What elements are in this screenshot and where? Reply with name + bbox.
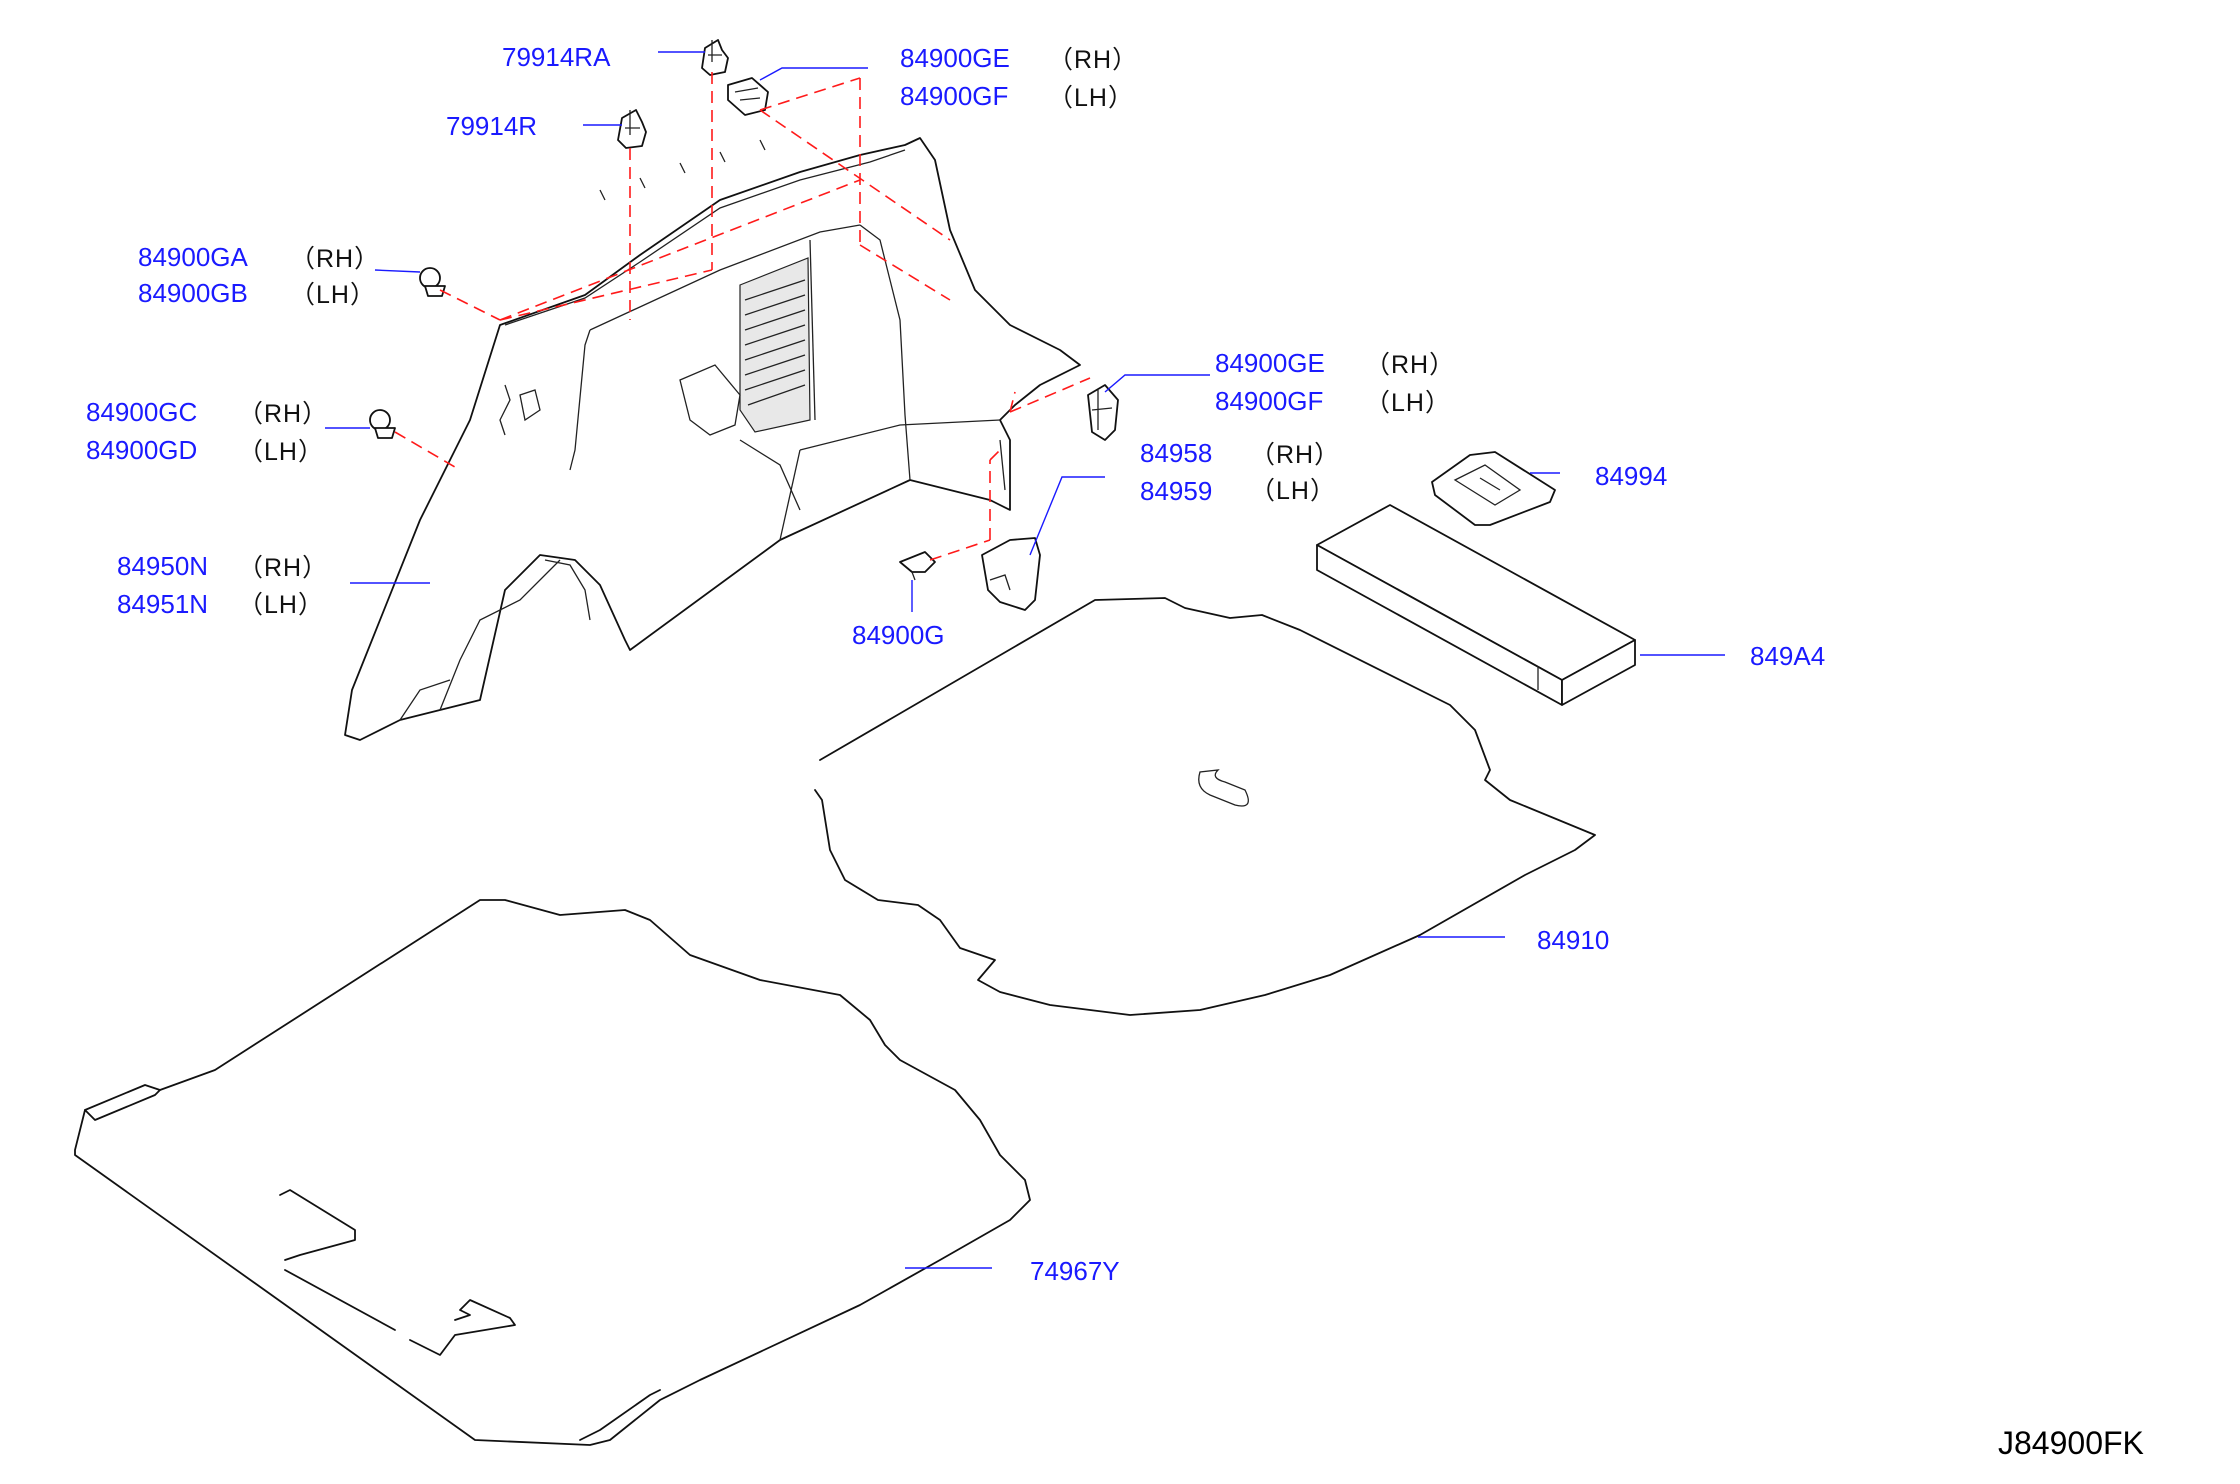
side-label: （RH） [1048,46,1138,74]
callout-79914RA[interactable]: 79914RA [502,42,611,72]
side-label: （RH） [1250,441,1340,469]
callout-84910[interactable]: 84910 [1537,925,1609,955]
part-number: 84950N [117,551,208,581]
callout-84900G[interactable]: 84900G [852,620,945,650]
part-number: 84900GD [86,435,197,465]
part-number: 79914R [446,111,537,141]
side-label: （LH） [1250,477,1336,505]
side-trim-panel[interactable] [344,137,1081,741]
part-number: 84959 [1140,476,1212,506]
clip-84900GE-top[interactable] [727,77,769,116]
clip-79914R[interactable] [617,109,647,149]
side-label: （RH） [1365,351,1455,379]
callout-84950N[interactable]: 84950N （RH） 84951N （LH） [117,551,328,619]
floor-mat-74967Y[interactable] [74,899,1031,1446]
part-number: 84900GA [138,242,249,272]
assembly-lines [394,72,1091,561]
side-label: （LH） [1048,84,1134,112]
fastener-84900GC[interactable] [369,409,396,439]
part-number: 74967Y [1030,1256,1120,1286]
part-number: 84994 [1595,461,1667,491]
callout-84958[interactable]: 84958 （RH） 84959 （LH） [1140,438,1340,506]
side-label: （RH） [290,245,380,273]
callout-84994[interactable]: 84994 [1595,461,1667,491]
callout-84900GE-right[interactable]: 84900GE （RH） 84900GF （LH） [1215,348,1455,417]
callout-84900GE-top[interactable]: 84900GE （RH） 84900GF （LH） [900,43,1138,112]
part-number: 79914RA [502,42,611,72]
part-number: 849A4 [1750,641,1825,671]
side-label: （RH） [238,400,328,428]
cover-84958[interactable] [981,537,1041,611]
clip-79914RA[interactable] [701,39,729,76]
callout-849A4[interactable]: 849A4 [1750,641,1825,671]
callout-74967Y[interactable]: 74967Y [1030,1256,1120,1286]
diagram-code: J84900FK [1998,1425,2144,1461]
side-label: （LH） [238,591,324,619]
part-number: 84900GB [138,278,248,308]
cover-84994[interactable] [1431,451,1556,526]
side-label: （LH） [1365,389,1451,417]
part-number: 84900GF [900,81,1008,111]
box-849A4[interactable] [1316,504,1636,706]
part-number: 84900G [852,620,945,650]
leader-lines [325,51,1725,1269]
part-number: 84900GE [900,43,1010,73]
part-number: 84900GF [1215,386,1323,416]
part-number: 84900GE [1215,348,1325,378]
callout-84900GC[interactable]: 84900GC （RH） 84900GD （LH） [86,397,328,466]
callout-79914R[interactable]: 79914R [446,111,537,141]
floor-board-84910[interactable] [814,597,1596,1016]
part-number: 84958 [1140,438,1212,468]
part-number: 84910 [1537,925,1609,955]
side-label: （RH） [238,554,328,582]
clip-84900GE-right[interactable] [1087,384,1119,441]
side-label: （LH） [290,281,376,309]
part-number: 84951N [117,589,208,619]
callout-84900GA[interactable]: 84900GA （RH） 84900GB （LH） [138,242,380,309]
fastener-84900G[interactable] [899,551,936,581]
part-number: 84900GC [86,397,197,427]
fastener-84900GA[interactable] [419,267,446,297]
side-label: （LH） [238,438,324,466]
